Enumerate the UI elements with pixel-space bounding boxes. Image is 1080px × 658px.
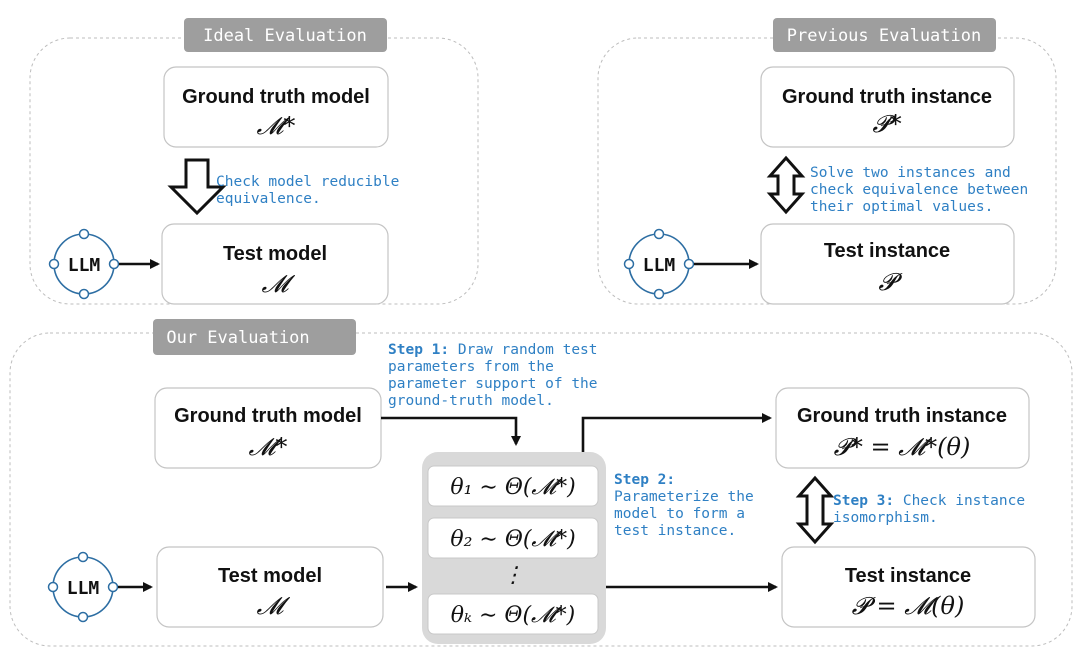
ideal-tag-label: Ideal Evaluation	[203, 26, 367, 46]
ours-test-instance-box	[781, 546, 1036, 628]
theta-to-ground-instance-arrow	[581, 413, 772, 452]
ours-ground-model-title: Ground truth model	[174, 405, 362, 427]
previous-llm-node-top	[653, 228, 665, 240]
ideal-note-line-2: equivalence.	[216, 191, 321, 207]
step1-text-1: Draw random test	[449, 342, 597, 358]
previous-llm-icon: LLM	[623, 228, 695, 300]
step1-line-3: parameter support of the	[388, 376, 598, 392]
previous-ground-instance-box	[760, 66, 1015, 148]
step3-line-2: isomorphism.	[833, 510, 938, 526]
previous-tag-label: Previous Evaluation	[787, 26, 981, 46]
ideal-llm-node-top	[78, 228, 90, 240]
step2-line-3: test instance.	[614, 523, 736, 539]
previous-note-line-3: their optimal values.	[810, 199, 993, 215]
step2-key: Step 2:	[614, 472, 675, 488]
theta-k-label: θₖ ∼ Θ(𝓜*)	[451, 603, 576, 628]
ours-tag	[153, 319, 356, 355]
ideal-evaluation-panel: Ideal Evaluation Ground truth model 𝓜* C…	[29, 18, 479, 305]
ours-ground-instance-math: 𝓟* = 𝓜*(θ)	[834, 433, 971, 461]
ours-llm-node-top	[77, 551, 89, 563]
ours-ground-instance-box	[775, 387, 1030, 469]
previous-llm-node-bottom	[653, 288, 665, 300]
step3-key: Step 3:	[833, 493, 894, 509]
ideal-test-model-box	[161, 223, 389, 305]
theta-1-box	[427, 465, 599, 507]
previous-note-line-1: Solve two instances and	[810, 165, 1011, 181]
ours-llm-node-bottom	[77, 611, 89, 623]
ours-llm-label: LLM	[67, 578, 100, 599]
step2-line-1: Parameterize the	[614, 489, 754, 505]
step1-line-4: ground-truth model.	[388, 393, 554, 409]
ideal-note-line-1: Check model reducible	[216, 174, 399, 190]
step3-text-1: Check instance	[894, 493, 1025, 509]
ideal-llm-icon: LLM	[48, 228, 120, 300]
ours-ground-model-box	[154, 387, 382, 469]
step1-line-1: Step 1: Draw random test	[388, 342, 598, 358]
ours-test-model-box	[156, 546, 384, 628]
ours-ground-instance-title: Ground truth instance	[797, 405, 1007, 427]
ours-test-model-title: Test model	[218, 565, 322, 587]
ideal-llm-label: LLM	[68, 255, 101, 276]
ideal-ground-model-box	[163, 66, 389, 148]
ideal-llm-node-left	[48, 258, 60, 270]
ours-llm-node-left	[47, 581, 59, 593]
previous-note-line-2: check equivalence between	[810, 182, 1028, 198]
hollow-double-arrow-icon	[766, 155, 806, 215]
ours-llm-icon: LLM	[47, 551, 119, 623]
ours-test-instance-title: Test instance	[845, 565, 971, 587]
theta-1-label: θ₁ ∼ Θ(𝓜*)	[450, 475, 575, 500]
theta-2-box	[427, 517, 599, 559]
ours-llm-node-right	[107, 581, 119, 593]
step1-key: Step 1:	[388, 342, 449, 358]
previous-tag	[773, 18, 996, 52]
ideal-llm-node-bottom	[78, 288, 90, 300]
previous-llm-node-right	[683, 258, 695, 270]
previous-llm-label: LLM	[643, 255, 676, 276]
ours-tag-label: Our Evaluation	[166, 328, 309, 348]
ideal-ground-model-math: 𝓜*	[257, 112, 296, 140]
previous-ground-instance-title: Ground truth instance	[782, 86, 992, 108]
previous-evaluation-panel: Previous Evaluation Ground truth instanc…	[597, 18, 1057, 305]
step3-double-arrow-icon	[795, 475, 835, 545]
theta-dots: ⋮	[502, 563, 524, 588]
our-evaluation-panel: Our Evaluation Ground truth model 𝓜* Ste…	[9, 319, 1073, 647]
ours-ground-model-math: 𝓜*	[249, 433, 288, 461]
ideal-llm-node-right	[108, 258, 120, 270]
step3-line-1: Step 3: Check instance	[833, 493, 1025, 509]
theta-k-box	[427, 593, 599, 635]
ideal-tag	[184, 18, 387, 52]
ideal-ground-model-title: Ground truth model	[182, 86, 370, 108]
previous-llm-node-left	[623, 258, 635, 270]
previous-test-instance-title: Test instance	[824, 240, 950, 262]
ours-test-instance-math: 𝓟 = 𝓜(θ)	[852, 592, 965, 620]
ideal-panel-border	[29, 37, 479, 305]
ideal-test-model-title: Test model	[223, 243, 327, 265]
hollow-down-arrow-icon	[167, 158, 227, 216]
ground-model-to-theta-arrow	[381, 416, 521, 446]
theta-2-label: θ₂ ∼ Θ(𝓜*)	[450, 527, 575, 552]
previous-ground-instance-math: 𝓟*	[872, 110, 901, 138]
ours-panel-border	[9, 332, 1073, 647]
step2-line-2: model to form a	[614, 506, 745, 522]
previous-test-instance-box	[760, 223, 1015, 305]
step1-line-2: parameters from the	[388, 359, 554, 375]
